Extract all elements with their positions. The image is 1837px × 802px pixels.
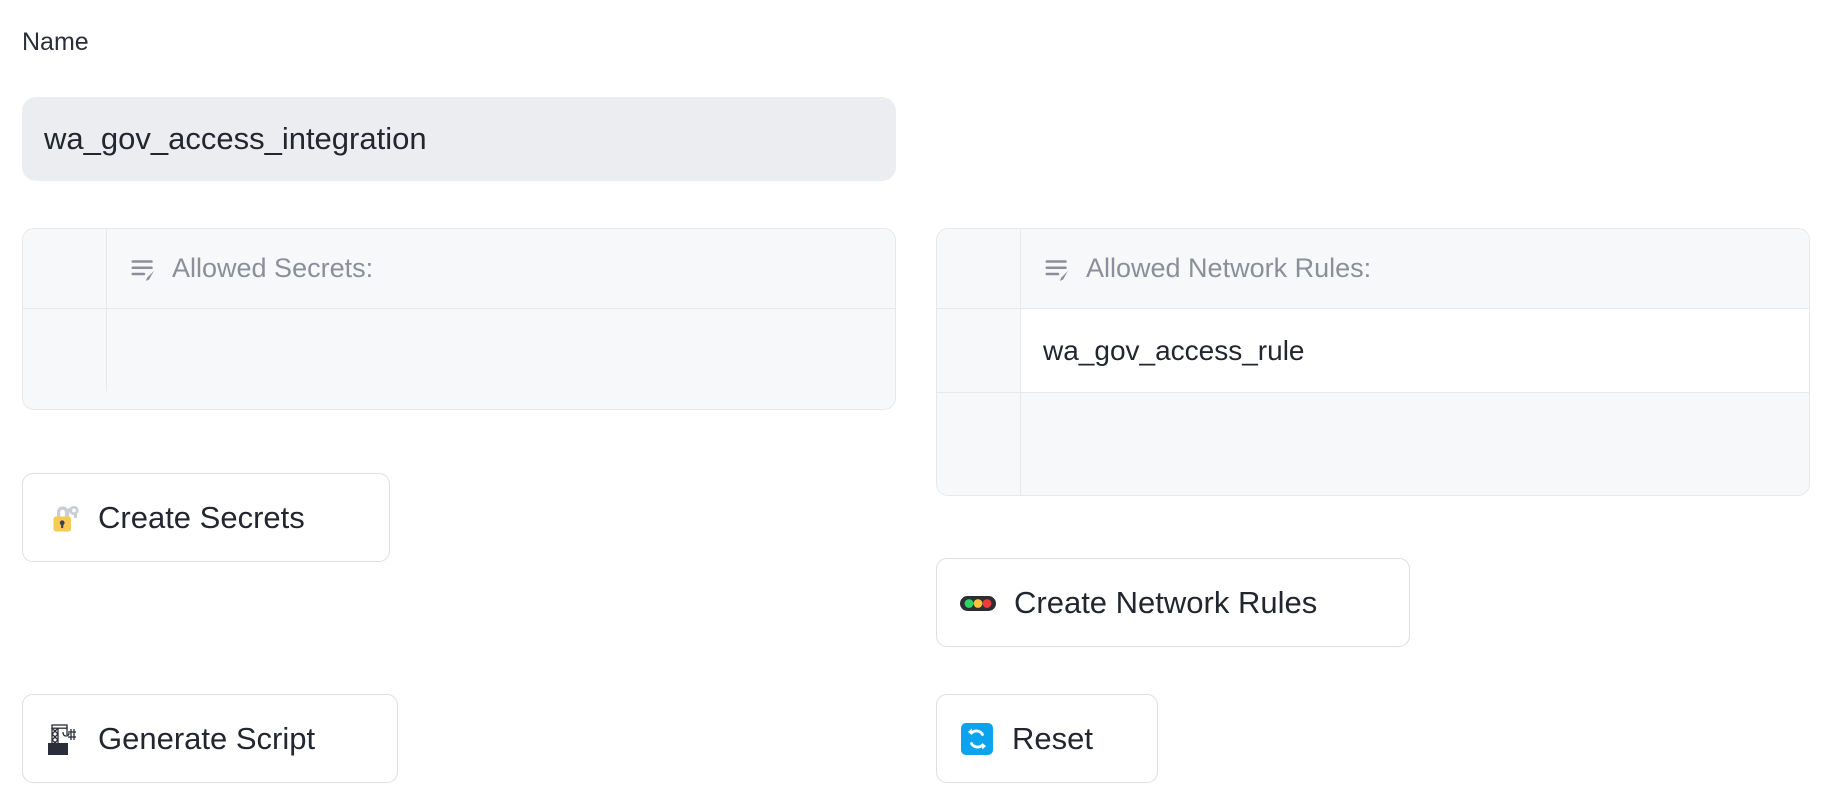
table-header-row: Allowed Secrets: <box>23 229 895 308</box>
allowed-network-rules-table: Allowed Network Rules: wa_gov_access_rul… <box>936 228 1810 496</box>
traffic-light-icon <box>957 582 999 624</box>
create-secrets-button[interactable]: Create Secrets <box>22 473 390 562</box>
edit-list-icon <box>129 254 159 284</box>
allowed-network-rules-header-label: Allowed Network Rules: <box>1086 253 1372 283</box>
create-network-rules-button[interactable]: Create Network Rules <box>936 558 1410 647</box>
building-construction-icon <box>43 719 83 759</box>
table-row[interactable]: wa_gov_access_rule <box>937 308 1809 392</box>
name-input[interactable] <box>22 97 896 181</box>
allowed-secrets-table: Allowed Secrets: <box>22 228 896 410</box>
network-rule-empty-cell[interactable] <box>1021 393 1809 495</box>
allowed-secrets-header-label: Allowed Secrets: <box>172 253 374 283</box>
name-label: Name <box>22 28 89 56</box>
row-gutter-cell <box>23 309 107 391</box>
table-row[interactable] <box>23 308 895 391</box>
reset-button[interactable]: Reset <box>936 694 1158 783</box>
lock-with-key-icon <box>43 498 83 538</box>
allowed-secrets-value-cell[interactable] <box>107 309 895 391</box>
reset-label: Reset <box>1012 721 1093 756</box>
row-gutter-cell <box>23 229 107 308</box>
network-rule-value-cell[interactable]: wa_gov_access_rule <box>1021 309 1809 392</box>
row-gutter-cell <box>937 309 1021 392</box>
create-secrets-label: Create Secrets <box>98 500 305 535</box>
refresh-arrows-icon <box>957 719 997 759</box>
table-header-row: Allowed Network Rules: <box>937 229 1809 308</box>
create-network-rules-label: Create Network Rules <box>1014 585 1318 620</box>
allowed-network-rules-header-cell[interactable]: Allowed Network Rules: <box>1021 229 1809 308</box>
row-gutter-cell <box>937 393 1021 495</box>
table-row[interactable] <box>937 392 1809 495</box>
row-gutter-cell <box>937 229 1021 308</box>
allowed-secrets-header-cell[interactable]: Allowed Secrets: <box>107 229 895 308</box>
generate-script-label: Generate Script <box>98 721 316 756</box>
edit-list-icon <box>1043 254 1073 284</box>
generate-script-button[interactable]: Generate Script <box>22 694 398 783</box>
